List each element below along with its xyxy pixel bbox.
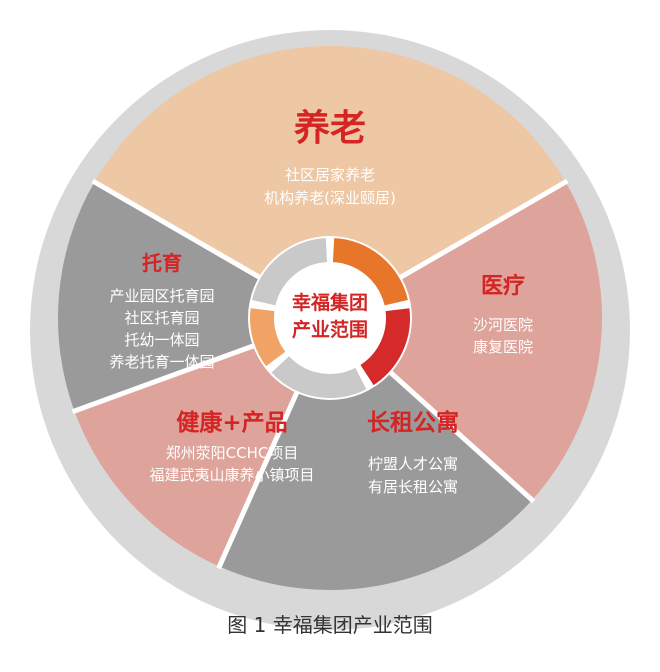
segment-item: 柠盟人才公寓: [368, 455, 458, 473]
segment-title-yiliao: 医疗: [481, 273, 525, 299]
ring-arc-orange: [332, 238, 408, 306]
segment-divider: [91, 178, 280, 291]
segment-changzu: [219, 318, 533, 590]
ring-arc-gray-top: [252, 238, 328, 306]
segment-yiliao: [330, 182, 602, 501]
segment-title-yanglao: 养老: [294, 107, 366, 149]
segment-title-jiankang: 健康+产品: [176, 409, 287, 436]
segment-item: 托幼一体园: [124, 331, 199, 349]
segment-separators: [71, 178, 569, 570]
segment-item: 社区居家养老: [285, 166, 375, 184]
segment-divider: [380, 178, 569, 291]
ring-arc-gray-bottom: [271, 355, 367, 398]
segment-title-changzu: 长租公寓: [367, 409, 459, 436]
segment-item: 产业园区托育园: [109, 287, 214, 305]
segment-item: 有居长租公寓: [368, 478, 458, 496]
center-ring: [250, 238, 410, 398]
ring-arc-peach: [250, 308, 286, 367]
segment-title-tuoyu: 托育: [142, 251, 182, 275]
segment-item: 沙河医院: [473, 316, 533, 334]
segment-tuoyu: [57, 182, 330, 412]
segment-item: 福建武夷山康养小镇项目: [149, 466, 314, 484]
figure-caption: 图 1 幸福集团产业范围: [227, 613, 432, 637]
center-title-line2: 产业范围: [292, 318, 368, 341]
center-inner-disc: [276, 264, 384, 372]
segment-item: 康复医院: [473, 338, 533, 356]
segment-jiankang: [74, 318, 330, 567]
center-title-line1: 幸福集团: [292, 291, 368, 314]
segment-item: 郑州荥阳CCHC项目: [166, 444, 299, 462]
segment-item: 养老托育一体园: [109, 353, 214, 371]
segment-divider: [71, 336, 275, 415]
segment-item: 机构养老(深业颐居): [264, 189, 396, 207]
segment-item: 社区托育园: [124, 309, 199, 327]
ring-arc-red: [360, 308, 410, 386]
segment-divider: [372, 356, 536, 504]
segment-divider: [216, 371, 308, 570]
